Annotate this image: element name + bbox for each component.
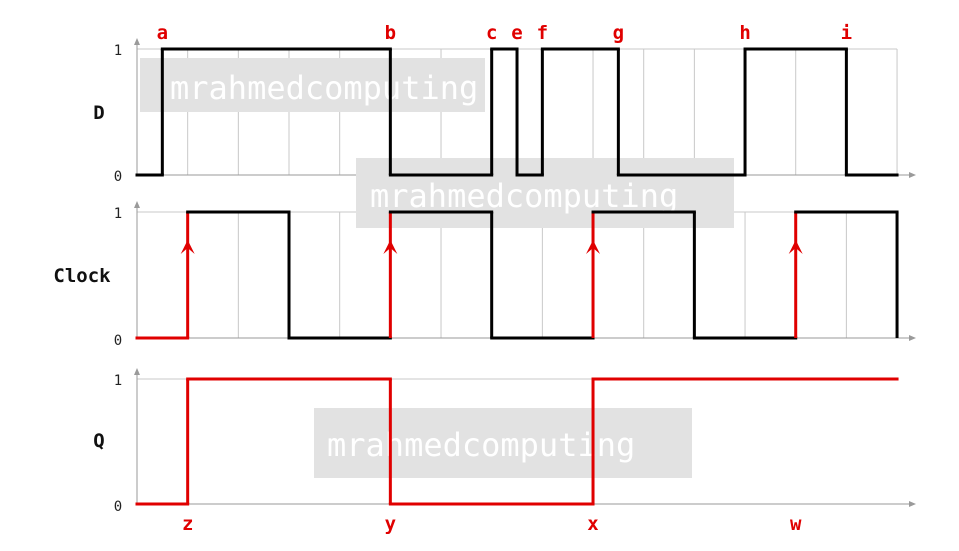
watermarks: mrahmedcomputing mrahmedcomputing mrahme… (140, 58, 734, 478)
event-label-top: b (385, 22, 396, 44)
watermark-2: mrahmedcomputing (356, 158, 734, 228)
event-label-bottom: y (385, 513, 396, 535)
waveforms (135, 47, 899, 506)
rising-edge-arrow-icon (586, 240, 601, 254)
event-label-bottom: x (587, 513, 598, 535)
clock-low-tick: 0 (114, 333, 122, 349)
watermark-1: mrahmedcomputing (140, 58, 485, 112)
y-axis-arrow (134, 38, 140, 45)
y-axis-arrow (134, 201, 140, 208)
q-low-tick: 0 (114, 499, 122, 515)
rising-edge-arrow-icon (383, 240, 398, 254)
event-label-top: e (511, 22, 522, 44)
rising-edge-arrow-icon (180, 240, 195, 254)
d-high-tick: 1 (114, 43, 122, 59)
q-high-tick: 1 (114, 373, 122, 389)
d-low-tick: 0 (114, 169, 122, 185)
clock-high-tick: 1 (114, 206, 122, 222)
signal-label-clock: Clock (53, 265, 111, 287)
signal-label-q: Q (93, 430, 104, 452)
y-axis-arrow (134, 368, 140, 375)
watermark-box (314, 408, 692, 478)
event-label-top: f (537, 22, 548, 44)
watermark-box (140, 58, 485, 112)
watermark-text: mrahmedcomputing (327, 426, 635, 464)
event-label-top: h (739, 22, 750, 44)
x-axis-arrow (909, 172, 916, 178)
watermark-3: mrahmedcomputing (314, 408, 692, 478)
event-label-top: g (613, 22, 624, 44)
watermark-text: mrahmedcomputing (170, 69, 478, 107)
x-axis-arrow (909, 335, 916, 341)
signal-label-d: D (93, 102, 104, 124)
event-label-bottom: w (790, 513, 802, 535)
event-label-top: a (157, 22, 168, 44)
x-axis-arrow (909, 501, 916, 507)
event-label-bottom: z (182, 513, 193, 535)
rising-edge-arrow-icon (788, 240, 803, 254)
labels: D Clock Q 1 0 1 0 1 0 (53, 43, 122, 515)
event-label-top: i (841, 22, 852, 44)
watermark-box (356, 158, 734, 228)
event-label-top: c (486, 22, 497, 44)
watermark-text: mrahmedcomputing (370, 177, 678, 215)
